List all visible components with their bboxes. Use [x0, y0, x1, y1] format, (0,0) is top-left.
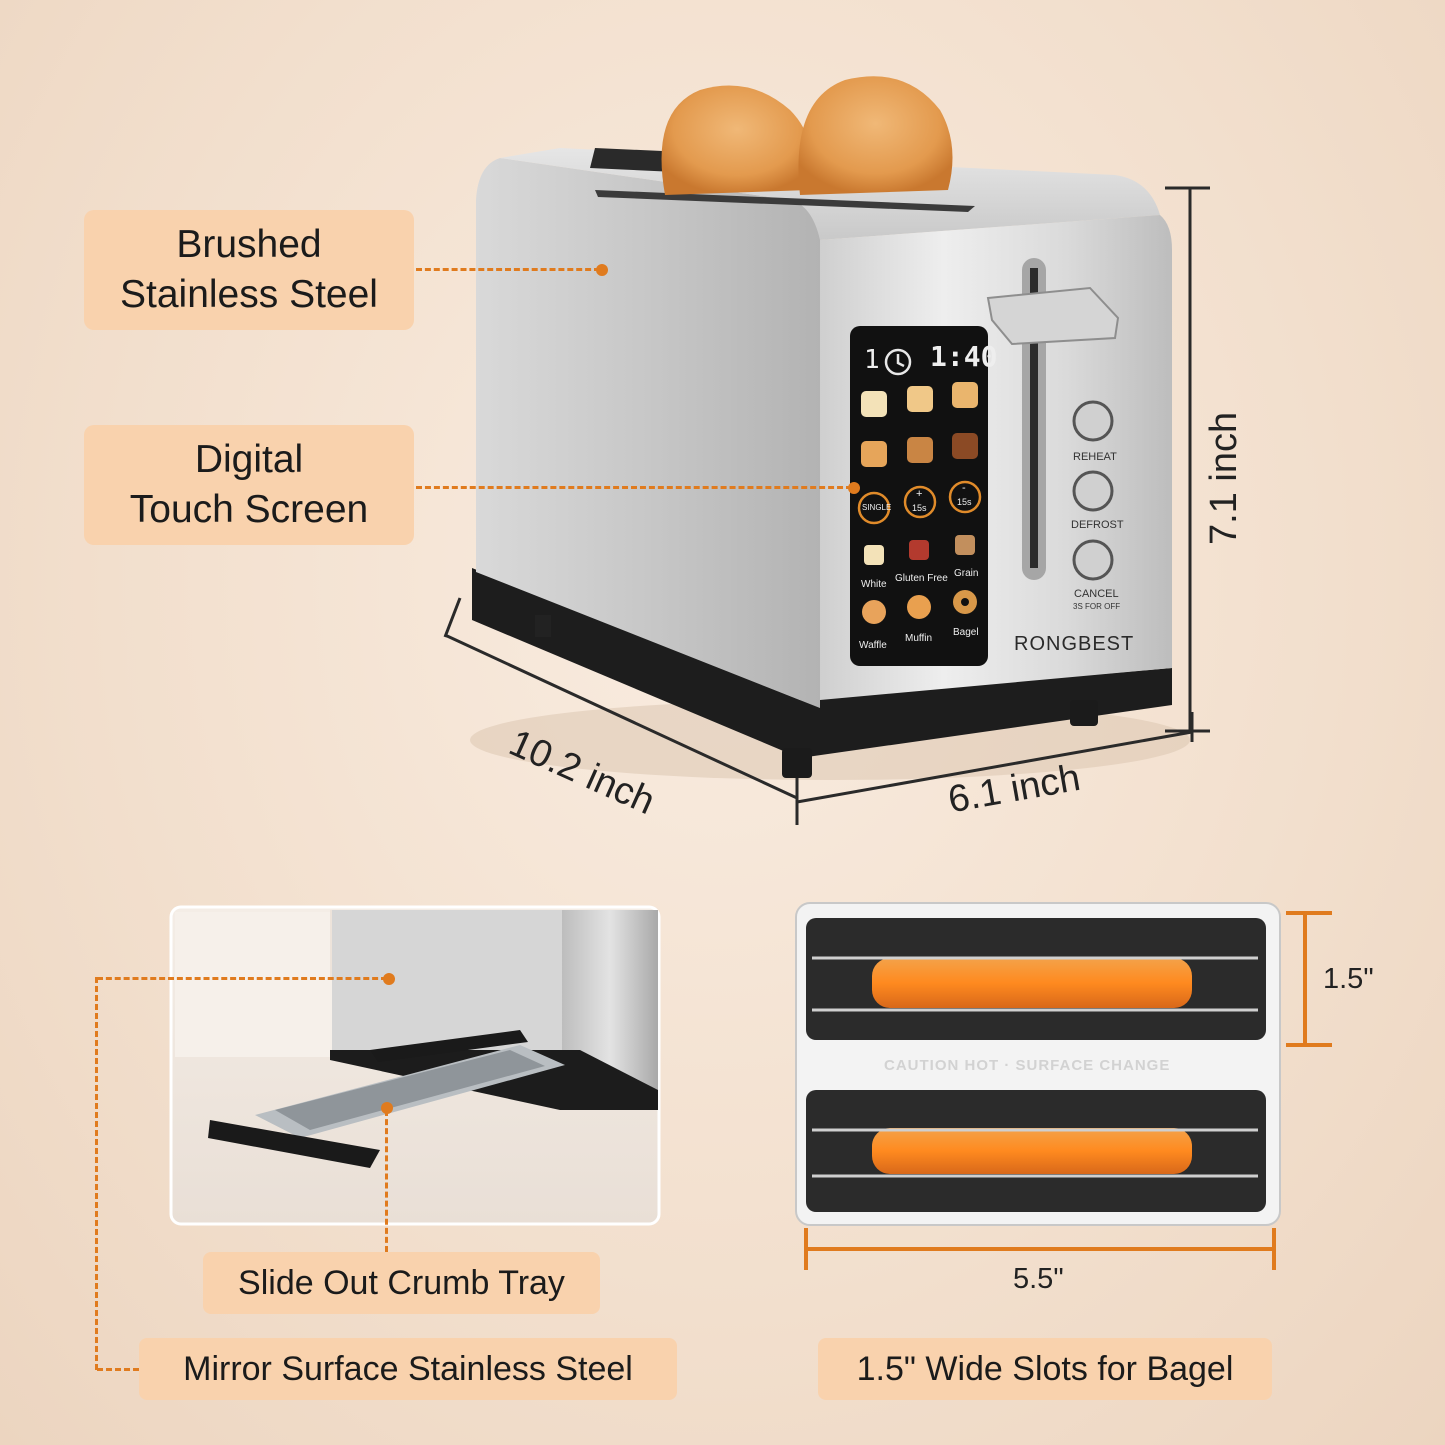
callout-digital-touch-screen: Digital Touch Screen — [84, 425, 414, 545]
grain-label: Grain — [954, 568, 979, 579]
single-label: SINGLE — [862, 503, 892, 512]
reheat-label: REHEAT — [1073, 451, 1117, 463]
plus-sign: + — [916, 488, 923, 500]
cancel-button-knob — [1072, 539, 1114, 581]
callout-brushed-line1: Brushed — [176, 223, 322, 266]
callout-crumb-tray: Slide Out Crumb Tray — [203, 1252, 600, 1314]
minus-sign: - — [962, 482, 966, 494]
callout-mirror-text: Mirror Surface Stainless Steel — [183, 1350, 633, 1388]
brand-name: RONGBEST — [1014, 633, 1135, 655]
crumb-tray-photo — [169, 905, 661, 1226]
cancel-label: CANCEL — [1074, 588, 1119, 600]
bread-slice-right — [798, 76, 953, 195]
minus-time-label: 15s — [957, 497, 972, 507]
reheat-button-knob — [1072, 400, 1114, 442]
slot-width-label: 1.5" — [1323, 963, 1374, 995]
defrost-button-knob — [1072, 470, 1114, 512]
display-time: 1:40 — [930, 340, 998, 373]
callout-wide-slots-text: 1.5" Wide Slots for Bagel — [856, 1350, 1234, 1388]
bagel-label: Bagel — [953, 627, 979, 638]
callout-mirror-surface: Mirror Surface Stainless Steel — [139, 1338, 677, 1400]
defrost-label: DEFROST — [1071, 519, 1124, 531]
callout-brushed-line2: Stainless Steel — [120, 273, 378, 316]
cancel-hint-label: 3S FOR OFF — [1073, 602, 1121, 611]
callout-touch-line2: Touch Screen — [129, 488, 369, 531]
callout-crumb-tray-text: Slide Out Crumb Tray — [238, 1264, 565, 1302]
white-label: White — [861, 579, 887, 590]
toaster-side-panel — [476, 158, 820, 708]
display-slot-number: 1 — [864, 345, 880, 375]
slot-length-label: 5.5" — [1013, 1263, 1064, 1295]
lever-handle — [986, 286, 1120, 346]
callout-wide-slots: 1.5" Wide Slots for Bagel — [818, 1338, 1272, 1400]
height-dimension-label: 7.1 inch — [1203, 411, 1245, 545]
shade-squares — [861, 382, 978, 467]
callout-touch-line1: Digital — [194, 438, 304, 481]
slot-top-view — [795, 902, 1281, 1226]
plus-time-label: 15s — [912, 503, 927, 513]
waffle-label: Waffle — [859, 640, 887, 651]
gluten-free-label: Gluten Free — [895, 573, 948, 584]
muffin-label: Muffin — [905, 633, 933, 644]
callout-brushed-stainless-steel: Brushed Stainless Steel — [84, 210, 414, 330]
toaster-base — [472, 568, 1172, 758]
bread-slice-left — [661, 85, 813, 195]
slot-caution-text: CAUTION HOT · SURFACE CHANGE — [884, 1057, 1171, 1074]
